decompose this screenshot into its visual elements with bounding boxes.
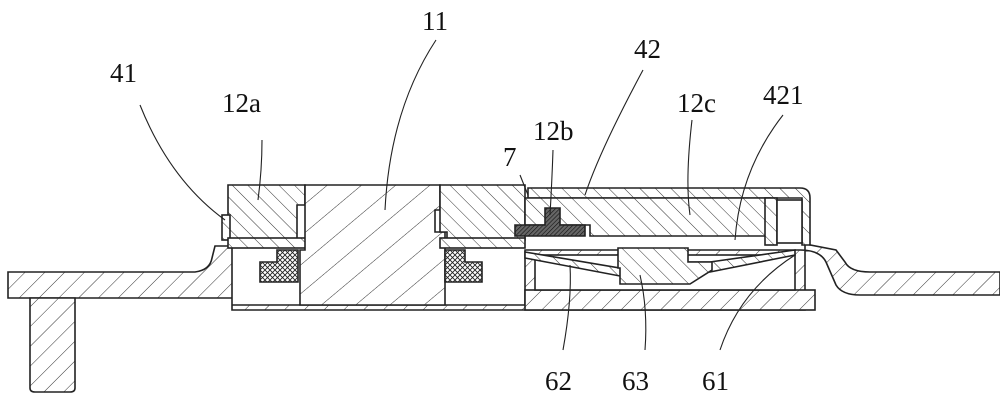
mounting-leg — [29, 297, 76, 393]
lower-ring-right — [439, 237, 526, 249]
label-61: 61 — [702, 366, 729, 396]
seal-left — [259, 249, 299, 283]
label-7: 7 — [503, 142, 517, 172]
label-12b: 12b — [533, 116, 574, 146]
label-421: 421 — [763, 80, 804, 110]
label-41: 41 — [110, 58, 137, 88]
label-12c: 12c — [677, 88, 716, 118]
label-63: 63 — [622, 366, 649, 396]
leader-421 — [734, 114, 784, 241]
leader-61 — [719, 254, 796, 351]
cavity-421 — [776, 199, 803, 244]
label-62: 62 — [545, 366, 572, 396]
part-63-boss — [617, 247, 713, 285]
leader-12c — [687, 119, 693, 216]
label-42: 42 — [634, 34, 661, 64]
label-11: 11 — [422, 6, 448, 36]
part-11-shaft — [299, 184, 446, 306]
leader-12a — [257, 139, 263, 201]
base-plate — [7, 243, 1000, 311]
part-12b-block — [439, 184, 526, 241]
leader-62 — [562, 264, 571, 351]
part-41 — [221, 214, 231, 241]
leader-42 — [584, 69, 644, 196]
side-wall-421 — [764, 197, 778, 246]
leader-41 — [139, 104, 226, 221]
seal-right — [444, 249, 483, 283]
leader-63 — [639, 274, 647, 351]
part-12a — [227, 184, 306, 241]
leader-12b — [549, 149, 554, 216]
leader-11 — [384, 39, 437, 211]
leader-7 — [519, 174, 529, 196]
lower-ring-left — [227, 237, 309, 249]
label-12a: 12a — [222, 88, 261, 118]
part-7 — [514, 207, 586, 237]
